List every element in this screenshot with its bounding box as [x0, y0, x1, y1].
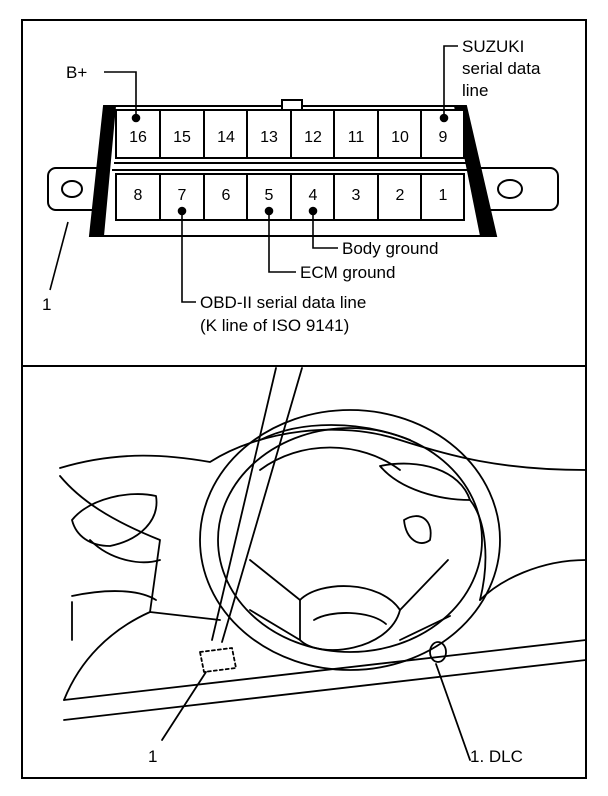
pin-11: 11: [348, 129, 365, 146]
dlc-location: [199, 647, 237, 673]
pin-4: 4: [309, 187, 318, 204]
mounting-hole-right: [497, 179, 523, 199]
obd2-label-line1: OBD-II serial data line: [200, 293, 366, 312]
pin-5: 5: [265, 187, 274, 204]
pin-1: 1: [439, 187, 448, 204]
bplus-label: B+: [66, 63, 87, 82]
top-pin-row: 16 15 14 13 12 11 10 9: [129, 129, 447, 146]
dlc-connector: [47, 99, 559, 237]
diagram-frame: [21, 19, 587, 779]
legend-dlc: 1. DLC: [470, 747, 523, 766]
dashboard-illustration: [59, 367, 587, 761]
pin-9: 9: [439, 129, 448, 146]
body-ground-label: Body ground: [342, 239, 438, 258]
pin-6: 6: [222, 187, 231, 204]
pin-2: 2: [396, 187, 405, 204]
suzuki-label-line1: SUZUKI: [462, 37, 524, 56]
mounting-hole-left: [61, 180, 83, 198]
pin-10: 10: [391, 129, 409, 146]
leader-lines: [49, 45, 458, 303]
pin-8: 8: [134, 187, 143, 204]
callout-1-bottom: 1: [148, 747, 157, 766]
pin-7: 7: [178, 187, 187, 204]
suzuki-label-line3: line: [462, 81, 488, 100]
suzuki-label-line2: serial data: [462, 59, 541, 78]
ecm-ground-label: ECM ground: [300, 263, 395, 282]
bottom-pin-row: 8 7 6 5 4 3 2 1: [134, 187, 448, 204]
obd2-label-line2: (K line of ISO 9141): [200, 316, 349, 335]
pin-3: 3: [352, 187, 361, 204]
pin-15: 15: [173, 129, 191, 146]
steering-wheel-outer: [199, 409, 501, 671]
pin-12: 12: [304, 129, 322, 146]
pin-13: 13: [260, 129, 278, 146]
pin-16: 16: [129, 129, 147, 146]
pin-labels: B+ SUZUKI serial data line Body ground E…: [42, 37, 541, 335]
callout-1-top: 1: [42, 295, 51, 314]
pin-14: 14: [217, 129, 235, 146]
